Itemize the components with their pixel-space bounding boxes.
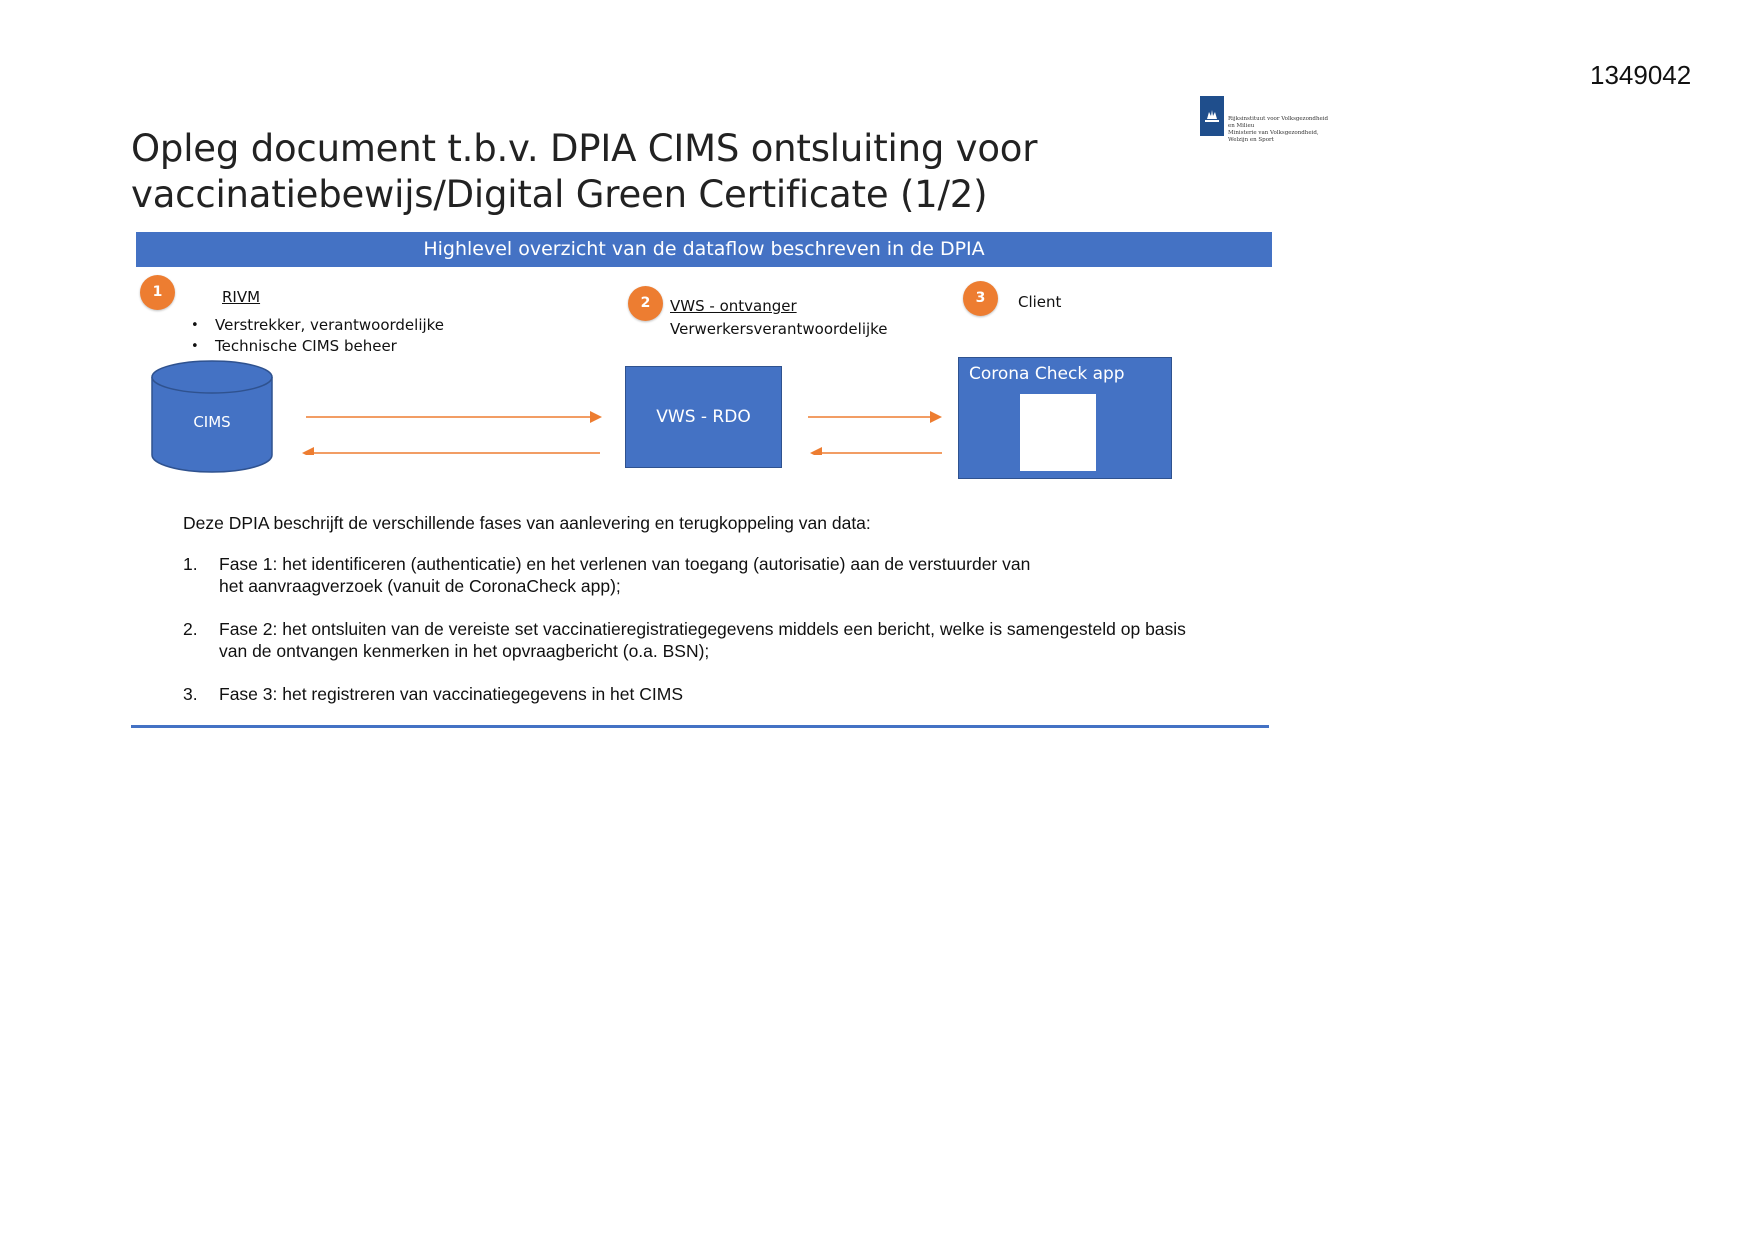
logo-line: en Milieu: [1228, 123, 1255, 129]
phone-screen-icon: [1020, 394, 1096, 471]
phase-text: Fase 1: het identificeren (authenticatie…: [219, 554, 1031, 574]
app-label: Corona Check app: [969, 364, 1125, 384]
logo-text: Rijksinstituut voor Volksgezondheid en M…: [1228, 116, 1338, 144]
phase-number: 3.: [183, 684, 198, 704]
vws-rdo-label: VWS - RDO: [656, 407, 751, 427]
actor-rivm-roles: Verstrekker, verantwoordelijke Technisch…: [186, 315, 444, 357]
phase-number: 2.: [183, 619, 198, 639]
document-number: 1349042: [1590, 60, 1692, 90]
logo-line: Ministerie van Volksgezondheid,: [1228, 130, 1319, 136]
page-title: Opleg document t.b.v. DPIA CIMS ontsluit…: [131, 126, 1131, 218]
dataflow-arrows: [302, 411, 942, 455]
phase-item: 2. Fase 2: het ontsluiten van de vereist…: [183, 618, 1263, 662]
phase-item: 1. Fase 1: het identificeren (authentica…: [183, 553, 1263, 597]
logo-line: Welzijn en Sport: [1228, 137, 1274, 143]
cims-label: CIMS: [193, 413, 231, 431]
body-text: Deze DPIA beschrijft de verschillende fa…: [183, 512, 1263, 726]
corona-check-app-node: Corona Check app: [958, 357, 1172, 479]
actor-client-name: Client: [1018, 293, 1062, 311]
body-intro: Deze DPIA beschrijft de verschillende fa…: [183, 513, 871, 533]
arrow-vws-to-cims: [302, 447, 600, 455]
divider: [131, 725, 1269, 728]
step-badge-1: 1: [140, 275, 175, 310]
arrow-app-to-vws: [810, 447, 942, 455]
phase-number: 1.: [183, 554, 198, 574]
phase-text: Fase 3: het registreren van vaccinatiege…: [219, 684, 683, 704]
step-badge-3: 3: [963, 281, 998, 316]
phase-item: 3. Fase 3: het registreren van vaccinati…: [183, 683, 1263, 705]
phase-text: van de ontvangen kenmerken in het opvraa…: [219, 641, 710, 661]
arrow-vws-to-app: [808, 411, 942, 423]
actor-vws-role: Verwerkersverantwoordelijke: [670, 320, 888, 338]
phase-text: Fase 2: het ontsluiten van de vereiste s…: [219, 619, 1186, 639]
arrow-cims-to-vws: [306, 411, 602, 423]
role-item: Verstrekker, verantwoordelijke: [186, 315, 444, 336]
actor-rivm-name: RIVM: [222, 288, 261, 306]
rijksoverheid-logo: Rijksinstituut voor Volksgezondheid en M…: [1200, 96, 1340, 146]
phase-list: 1. Fase 1: het identificeren (authentica…: [183, 553, 1263, 705]
logo-line: Rijksinstituut voor Volksgezondheid: [1228, 116, 1329, 122]
cims-database-icon: [151, 360, 273, 473]
phase-text: het aanvraagverzoek (vanuit de CoronaChe…: [219, 576, 621, 596]
section-banner: Highlevel overzicht van de dataflow besc…: [136, 232, 1272, 267]
crest-icon: [1200, 96, 1224, 136]
page-title-line: Opleg document t.b.v. DPIA CIMS ontsluit…: [131, 127, 1038, 170]
actor-vws-name: VWS - ontvanger: [670, 297, 797, 315]
role-item: Technische CIMS beheer: [186, 336, 444, 357]
page-title-line: vaccinatiebewijs/Digital Green Certifica…: [131, 173, 988, 216]
vws-rdo-node: VWS - RDO: [625, 366, 782, 468]
step-badge-2: 2: [628, 286, 663, 321]
